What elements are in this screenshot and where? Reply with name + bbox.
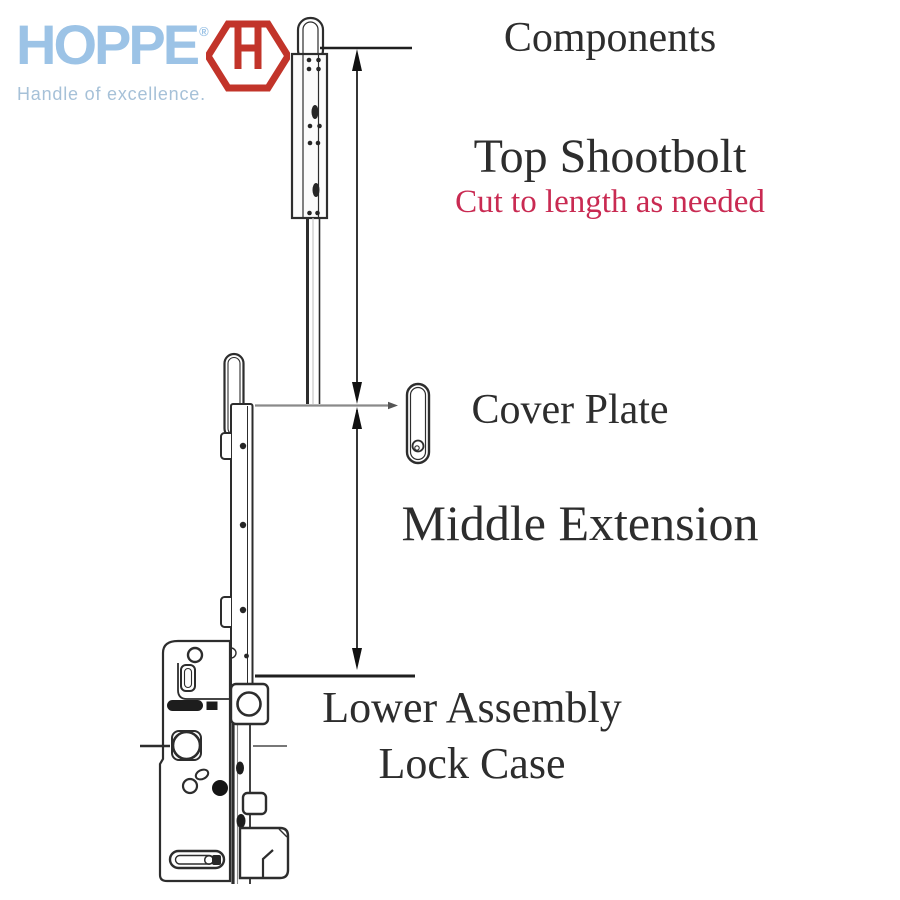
label-lower-assembly: Lower Assembly Lock Case	[297, 680, 647, 792]
extension-notch-dot	[244, 653, 249, 659]
hoppe-tagline: Handle of excellence.	[17, 84, 206, 104]
label-cover-plate: Cover Plate	[471, 387, 669, 433]
faceplate-dark-blob-2	[236, 814, 246, 828]
cover-plate-drawing	[405, 382, 431, 465]
hoppe-hexagon-icon	[206, 20, 290, 92]
bottom-slot-dark	[212, 855, 221, 865]
strike-box-hook	[261, 849, 274, 877]
lock-case-dark-chip	[206, 701, 218, 710]
top-shootbolt-label-text: Top Shootbolt	[473, 130, 747, 183]
extension-hole-3	[239, 606, 247, 614]
arrowhead-up-1	[352, 49, 362, 71]
cover-plate-inner	[409, 386, 427, 461]
page-title: Components	[503, 15, 717, 61]
cover-plate-hole	[411, 439, 425, 453]
screw-hole-filled	[212, 780, 228, 796]
registered-mark: ®	[199, 24, 209, 39]
label-top-shootbolt: Top Shootbolt Cut to length as needed	[420, 130, 800, 221]
dimension-annotations	[255, 46, 415, 678]
cover-plate-hole-inner	[414, 445, 420, 451]
lock-case-top-hole	[186, 646, 204, 664]
strike-box-corner	[278, 828, 288, 838]
channel-holes	[306, 57, 322, 216]
strike-box	[238, 826, 290, 880]
faceplate-dark-blob-1	[236, 761, 244, 775]
screw-hole-oval	[194, 768, 210, 781]
middle-extension-drawing	[220, 352, 254, 691]
arrowhead-right	[388, 401, 398, 410]
extension-hole-2	[239, 521, 247, 529]
cut-to-length-note: Cut to length as needed	[455, 184, 765, 221]
roller-cam	[236, 691, 262, 717]
extension-hole-1	[239, 442, 247, 450]
lock-case-step-line	[177, 663, 230, 700]
lock-case-dark-pill	[167, 700, 203, 711]
lock-case-drawing	[140, 639, 287, 884]
arrowhead-up-2	[352, 407, 362, 429]
lock-case-faceplate-parts	[229, 682, 290, 880]
faceplate-square	[241, 791, 268, 816]
hoppe-logo-text: HOPPE	[16, 13, 200, 76]
arrowhead-down-2	[352, 648, 362, 670]
arrowhead-down-1	[352, 382, 362, 404]
shootbolt-guide-channel	[290, 52, 329, 220]
extension-notch	[230, 647, 237, 659]
label-middle-extension: Middle Extension	[401, 495, 759, 551]
lower-assembly-line1: Lower Assembly	[322, 683, 622, 732]
lock-case-slot-inner	[183, 667, 193, 689]
screw-hole-ring	[181, 777, 199, 795]
extension-tab-lower	[220, 596, 231, 628]
extension-tab-upper	[220, 432, 231, 460]
spindle-hole	[171, 730, 202, 761]
lower-assembly-line2: Lock Case	[378, 738, 566, 788]
hoppe-logo: HOPPE®	[16, 14, 209, 76]
top-shootbolt-drawing	[290, 16, 329, 404]
